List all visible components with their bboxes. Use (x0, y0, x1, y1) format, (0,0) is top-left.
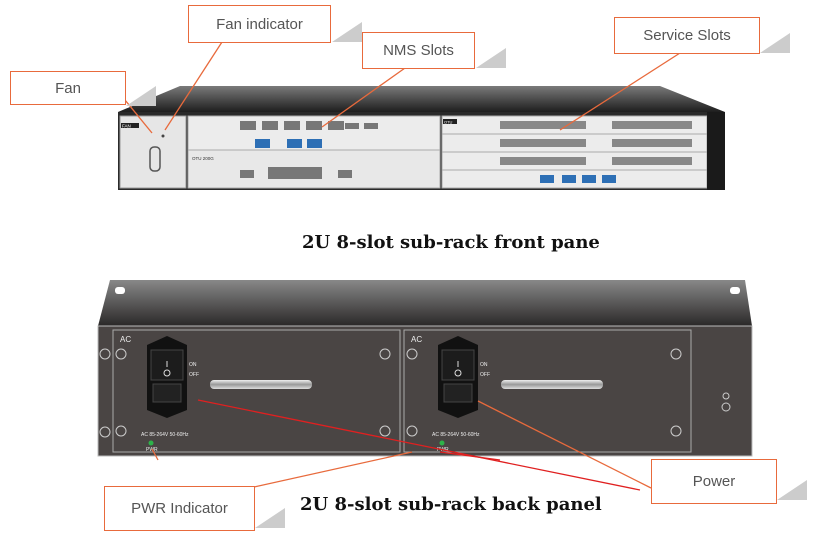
rating-label: AC 85-264V 50-60Hz (432, 432, 480, 438)
screw-icon (670, 425, 682, 437)
svg-text:OTU 200G: OTU 200G (192, 156, 214, 161)
callout-power: Power (651, 459, 777, 504)
ac-label: AC (120, 335, 131, 344)
screw-icon (670, 348, 682, 360)
back-subrack (97, 280, 753, 457)
pwr-indicator-led (439, 440, 445, 446)
fan-indicator-led (161, 134, 165, 138)
screw-icon (379, 425, 391, 437)
ac-inlet (152, 383, 182, 403)
screw-icon (406, 425, 418, 437)
callout-nms-slots: NMS Slots (362, 32, 475, 69)
screw-icon (406, 348, 418, 360)
ac-inlet (443, 383, 473, 403)
callout-pwr-indicator: PWR Indicator (104, 486, 255, 531)
off-label: OFF (480, 372, 490, 378)
on-label: ON (480, 362, 488, 368)
leader-lines (124, 41, 681, 489)
ac-label: AC (411, 335, 422, 344)
module-handle[interactable] (501, 380, 603, 389)
callout-fan: Fan (10, 71, 126, 105)
callout-fan-indicator: Fan indicator (188, 5, 331, 43)
caption-back-panel: 2U 8-slot sub-rack back panel (300, 494, 602, 515)
screw-icon (115, 425, 127, 437)
front-subrack: FAN OTU 200G OTU (118, 86, 725, 190)
fan-label: FAN (122, 124, 131, 129)
screw-icon (379, 348, 391, 360)
caption-front-panel: 2U 8-slot sub-rack front pane (302, 232, 600, 253)
rating-label: AC 85-264V 50-60Hz (141, 432, 189, 438)
pwr-indicator-led (148, 440, 154, 446)
screw-icon (115, 348, 127, 360)
off-label: OFF (189, 372, 199, 378)
on-label: ON (189, 362, 197, 368)
module-handle[interactable] (210, 380, 312, 389)
service-slots: OTU (441, 115, 708, 189)
svg-text:OTU: OTU (444, 120, 453, 125)
callout-service-slots: Service Slots (614, 17, 760, 54)
